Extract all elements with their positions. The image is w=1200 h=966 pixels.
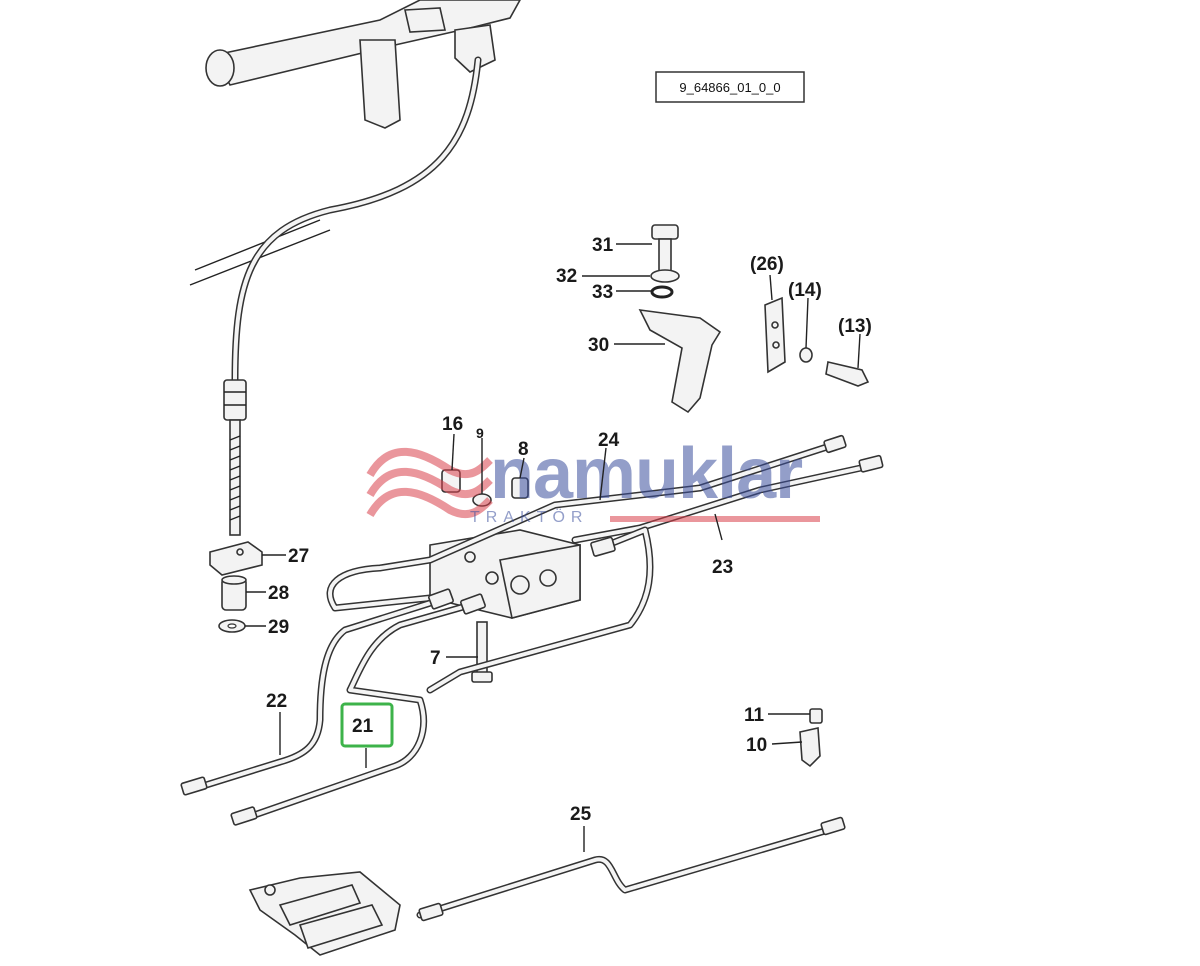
nut-14 — [799, 347, 813, 363]
callout-11: 11 — [744, 705, 765, 726]
callout-8: 8 — [518, 439, 529, 460]
callout-33: 33 — [592, 282, 613, 303]
cap-11 — [809, 708, 823, 724]
callout-9: 9 — [476, 425, 484, 441]
callout-28: 28 — [268, 583, 289, 604]
highlight-box-21 — [340, 702, 394, 748]
brake-cable — [223, 56, 482, 536]
plate-26 — [764, 296, 786, 374]
callout-22: 22 — [266, 691, 287, 712]
callout-16: 16 — [442, 414, 463, 435]
pipe-21 — [230, 593, 486, 826]
watermark-sub: TRAKTÖR — [470, 508, 588, 526]
pipe-24 — [326, 434, 847, 612]
clevis-27 — [209, 541, 263, 576]
callout-24: 24 — [598, 430, 620, 451]
washer-32 — [650, 269, 680, 283]
callout-7: 7 — [430, 648, 441, 669]
bolt-13 — [825, 361, 870, 387]
callout-32: 32 — [556, 266, 577, 287]
bleed-nipple-10 — [799, 727, 821, 768]
watermark-logo: namuklar TRAKTÖR — [366, 434, 820, 526]
hand-brake-lever — [189, 0, 521, 286]
pipe-25 — [416, 816, 846, 922]
pipe-22 — [180, 588, 454, 796]
callout-labels: 31 32 33 30 (26) (14) (13) 16 9 8 24 27 … — [266, 235, 872, 825]
callout-27: 27 — [288, 546, 309, 567]
pipe-clamp — [248, 871, 401, 956]
washer-33 — [650, 285, 674, 299]
callout-26: (26) — [750, 254, 784, 275]
callout-14: (14) — [788, 280, 822, 301]
watermark-brand: namuklar — [490, 434, 802, 514]
callout-30: 30 — [588, 335, 609, 356]
bolt-31 — [651, 224, 679, 272]
bolt-7 — [471, 621, 493, 683]
callout-10: 10 — [746, 735, 767, 756]
valve-block — [429, 529, 581, 619]
drawing-ref-box: 9_64866_01_0_0 — [655, 71, 805, 103]
callout-31: 31 — [592, 235, 614, 256]
callout-21: 21 — [352, 716, 374, 737]
callout-25: 25 — [570, 804, 592, 825]
drawing-ref-text: 9_64866_01_0_0 — [679, 80, 780, 95]
bracket-30 — [638, 309, 722, 414]
callout-23: 23 — [712, 557, 733, 578]
callout-13: (13) — [838, 316, 872, 337]
washer-29 — [218, 619, 246, 633]
callout-29: 29 — [268, 617, 289, 638]
leader-lines — [245, 243, 861, 852]
pipe-23 — [426, 454, 884, 694]
watermark-wave-icon — [366, 447, 493, 479]
bushing-28 — [221, 575, 247, 611]
